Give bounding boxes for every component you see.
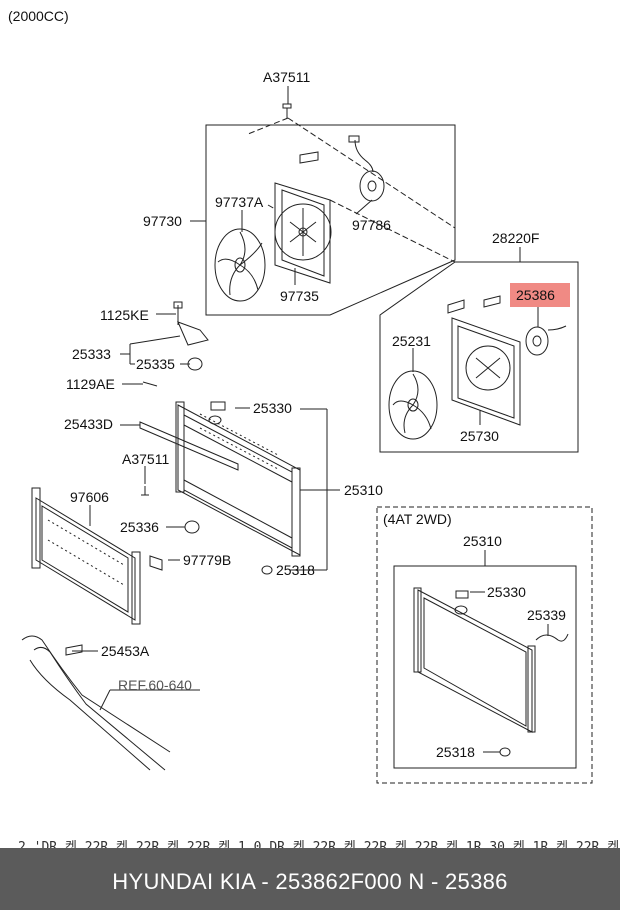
label-25318: 25318 <box>276 562 315 578</box>
label-25330: 25330 <box>253 400 292 416</box>
label-97735: 97735 <box>280 288 319 304</box>
label-25231: 25231 <box>392 333 431 349</box>
label-25730: 25730 <box>460 428 499 444</box>
label-25453a: 25453A <box>101 643 150 659</box>
label-97786: 97786 <box>352 217 391 233</box>
footer-bar: HYUNDAI KIA - 253862F000 N - 25386 <box>0 848 620 910</box>
label-inset-25330: 25330 <box>487 584 526 600</box>
label-97779b: 97779B <box>183 552 231 568</box>
footer-part-number: HYUNDAI KIA - 253862F000 N - 25386 <box>112 869 508 894</box>
label-25386: 25386 <box>516 287 555 303</box>
label-a37511-mid: A37511 <box>122 451 169 467</box>
label-97730: 97730 <box>143 213 182 229</box>
label-inset-25339: 25339 <box>527 607 566 623</box>
label-28220f: 28220F <box>492 230 539 246</box>
leader-lines <box>72 86 549 753</box>
label-ref: REF.60-640 <box>118 677 192 693</box>
fan-assembly-97730 <box>205 103 456 316</box>
label-inset-25310: 25310 <box>463 533 502 549</box>
fan-assembly-28220f <box>379 261 579 453</box>
label-25335: 25335 <box>136 356 175 372</box>
parts-diagram: (2000CC) <box>8 8 593 784</box>
label-a37511-top: A37511 <box>263 69 310 85</box>
condenser-97606 <box>31 487 163 625</box>
variant-label: (2000CC) <box>8 8 69 24</box>
label-25433d: 25433D <box>64 416 113 432</box>
label-1125ke: 1125KE <box>100 307 149 323</box>
inset-4at-2wd <box>376 506 593 784</box>
label-25336: 25336 <box>120 519 159 535</box>
radiator-25310 <box>139 301 301 575</box>
label-4at-2wd: (4AT 2WD) <box>383 511 452 527</box>
label-25310: 25310 <box>344 482 383 498</box>
label-97606: 97606 <box>70 489 109 505</box>
air-guide-25453a <box>21 635 171 771</box>
label-1129ae: 1129AE <box>66 376 115 392</box>
label-inset-25318: 25318 <box>436 744 475 760</box>
label-97737a: 97737A <box>215 194 264 210</box>
label-25333: 25333 <box>72 346 111 362</box>
highlight-25386 <box>510 283 570 307</box>
